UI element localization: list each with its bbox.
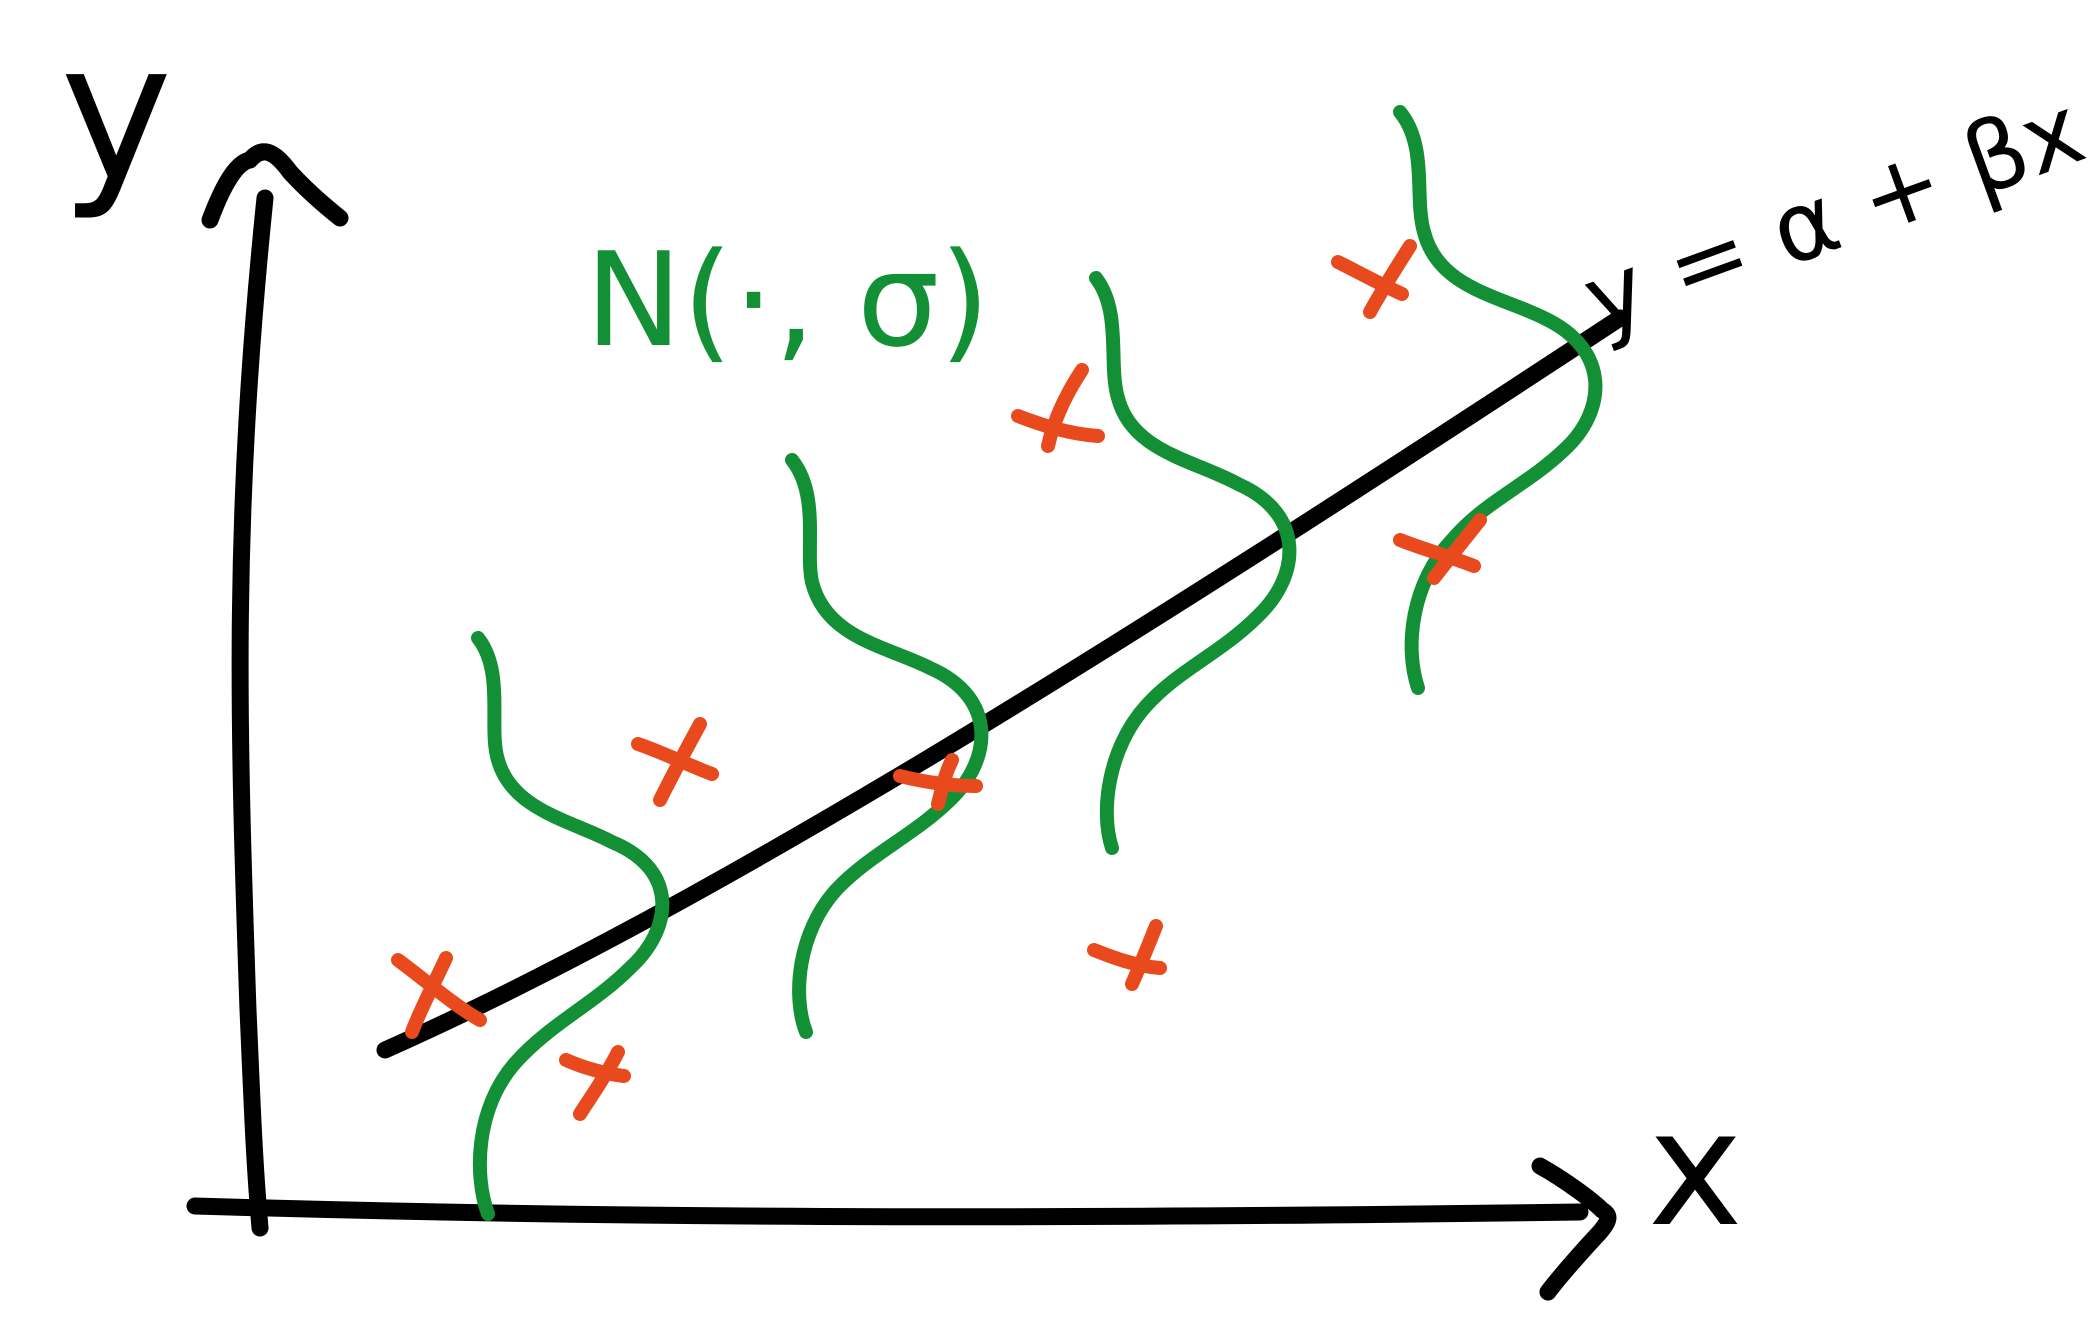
data-point	[1087, 919, 1167, 991]
data-point	[1393, 513, 1487, 585]
y-axis-line	[231, 189, 274, 1237]
gaussian-curve-2	[785, 453, 989, 1039]
x-axis-label: x	[1648, 1075, 1743, 1262]
y-axis: y	[60, 2, 349, 1237]
y-axis-arrowhead	[201, 143, 349, 229]
data-point	[391, 951, 487, 1039]
gaussian-curve-3	[1089, 271, 1297, 855]
distribution-label: N(·, σ)	[585, 224, 990, 376]
data-point	[559, 1045, 631, 1121]
data-point	[1011, 363, 1105, 453]
y-axis-label: y	[60, 2, 172, 223]
regression-equation-label: y = α + βx	[1570, 73, 2098, 356]
data-point	[1331, 239, 1417, 319]
data-point	[631, 717, 719, 807]
gaussian-curve-1	[471, 631, 670, 1221]
regression-line-path	[376, 309, 1629, 1059]
x-axis-arrowhead	[1531, 1157, 1617, 1301]
x-axis-line	[186, 1197, 1589, 1226]
data-points	[391, 239, 1487, 1121]
data-point	[893, 753, 983, 811]
regression-line: y = α + βx	[376, 73, 2098, 1059]
x-axis: x	[186, 1075, 1743, 1301]
